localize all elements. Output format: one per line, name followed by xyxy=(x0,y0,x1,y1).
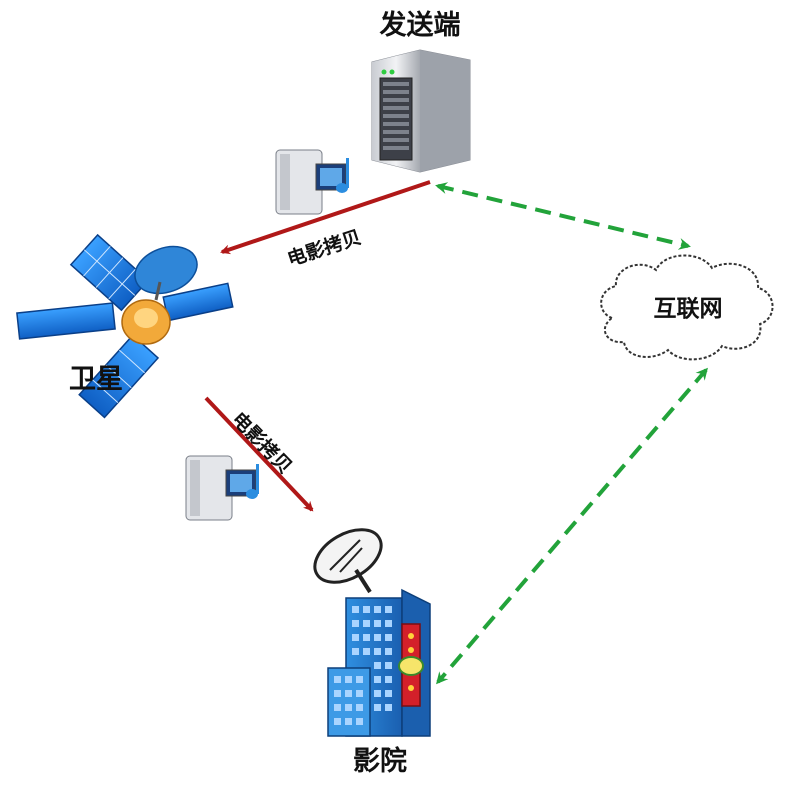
edge-sender-internet xyxy=(435,182,691,250)
edge-sender-to-satellite xyxy=(220,180,431,255)
cloud-icon xyxy=(600,254,774,361)
node-label-satellite: 卫星 xyxy=(69,364,123,395)
server-icon xyxy=(371,49,471,173)
edge-label-sender-satellite: 电影拷贝 xyxy=(284,225,363,270)
cinema-building-icon xyxy=(313,528,431,737)
edge-label-satellite-cinema: 电影拷贝 xyxy=(227,407,296,478)
node-label-sender: 发送端 xyxy=(379,9,461,41)
media-disk-icon xyxy=(275,149,349,215)
edge-internet-cinema xyxy=(436,367,708,685)
satellite-icon xyxy=(16,233,234,419)
node-label-internet: 互联网 xyxy=(654,296,723,322)
edge-satellite-to-cinema xyxy=(204,396,314,512)
satellite-dish-icon xyxy=(313,528,383,594)
node-label-cinema: 影院 xyxy=(353,745,407,777)
media-disk-icon xyxy=(185,455,259,521)
